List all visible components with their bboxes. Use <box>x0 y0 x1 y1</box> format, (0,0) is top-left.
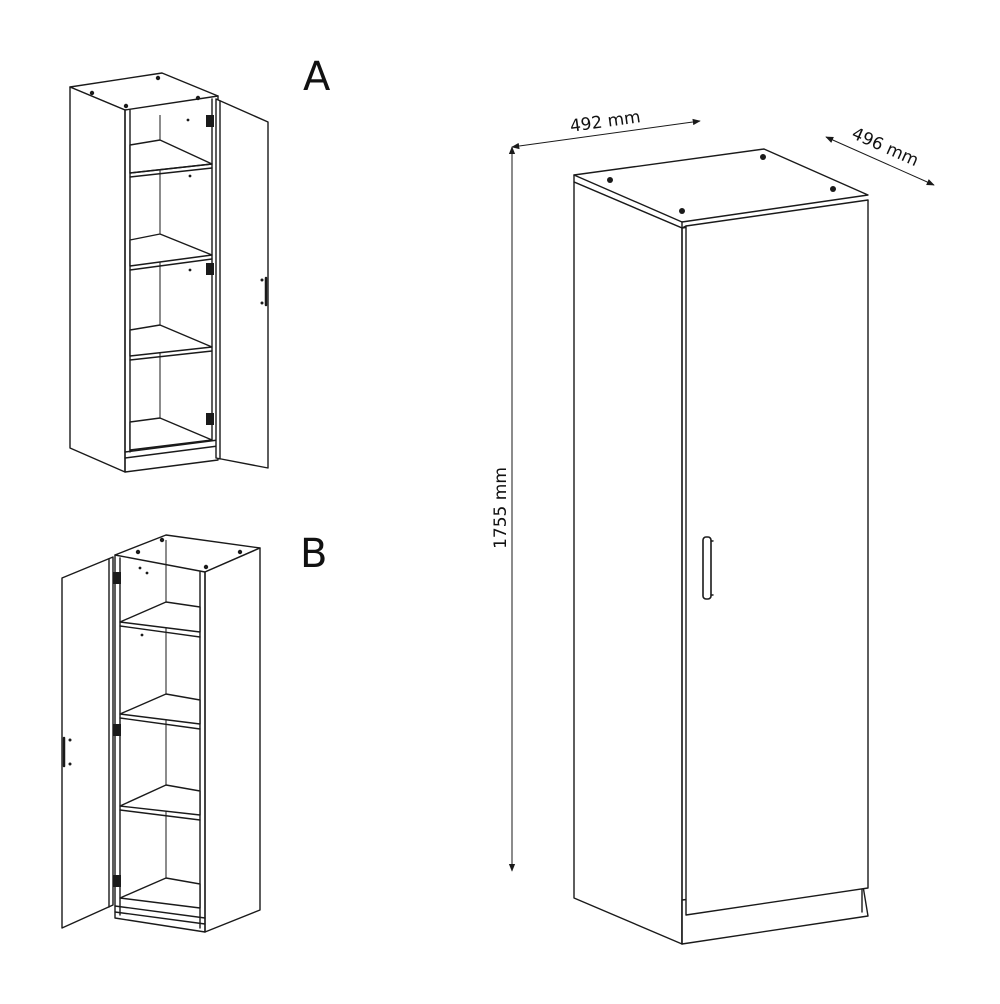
cabinet-view-b <box>61 534 261 933</box>
dimension-height: 1755 mm <box>491 146 516 872</box>
dimension-depth: 496 mm <box>825 124 935 186</box>
dimension-width-label: 492 mm <box>569 107 642 137</box>
cabinet-main <box>573 148 869 945</box>
cabinet-view-a <box>69 72 269 473</box>
view-b-label: B <box>300 531 327 577</box>
dimension-width: 492 mm <box>511 107 701 150</box>
dimension-depth-label: 496 mm <box>849 124 922 171</box>
dimension-height-label: 1755 mm <box>491 467 511 549</box>
view-a-label: A <box>303 54 331 100</box>
